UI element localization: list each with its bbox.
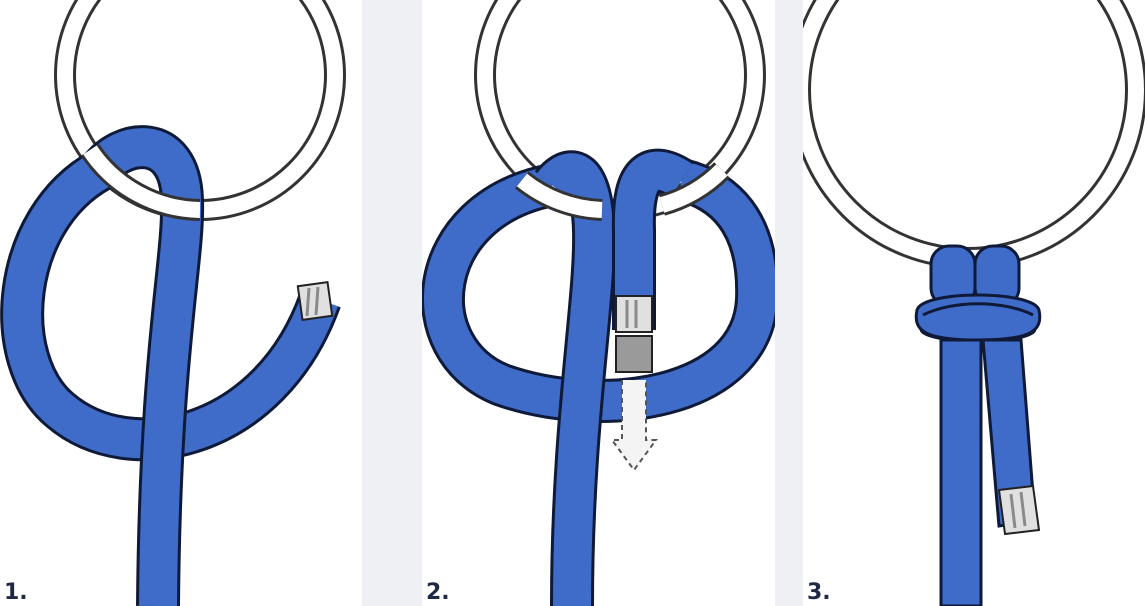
rope-end-cap-icon: [999, 486, 1039, 534]
step-1-label: 1.: [4, 582, 28, 604]
step-3-label: 3.: [807, 582, 831, 604]
rope-end-cap-icon: [298, 282, 332, 320]
knot-wrap: [916, 295, 1040, 341]
ring-icon: [803, 0, 1136, 258]
rope-tails: [941, 340, 1035, 606]
step-1-illustration: [0, 0, 362, 606]
step-1-panel: 1.: [0, 0, 362, 606]
step-2-illustration: [422, 0, 775, 606]
step-2-label: 2.: [426, 582, 450, 604]
step-3-panel: 3.: [803, 0, 1145, 606]
step-2-panel: 2.: [422, 0, 775, 606]
step-3-illustration: [803, 0, 1145, 606]
